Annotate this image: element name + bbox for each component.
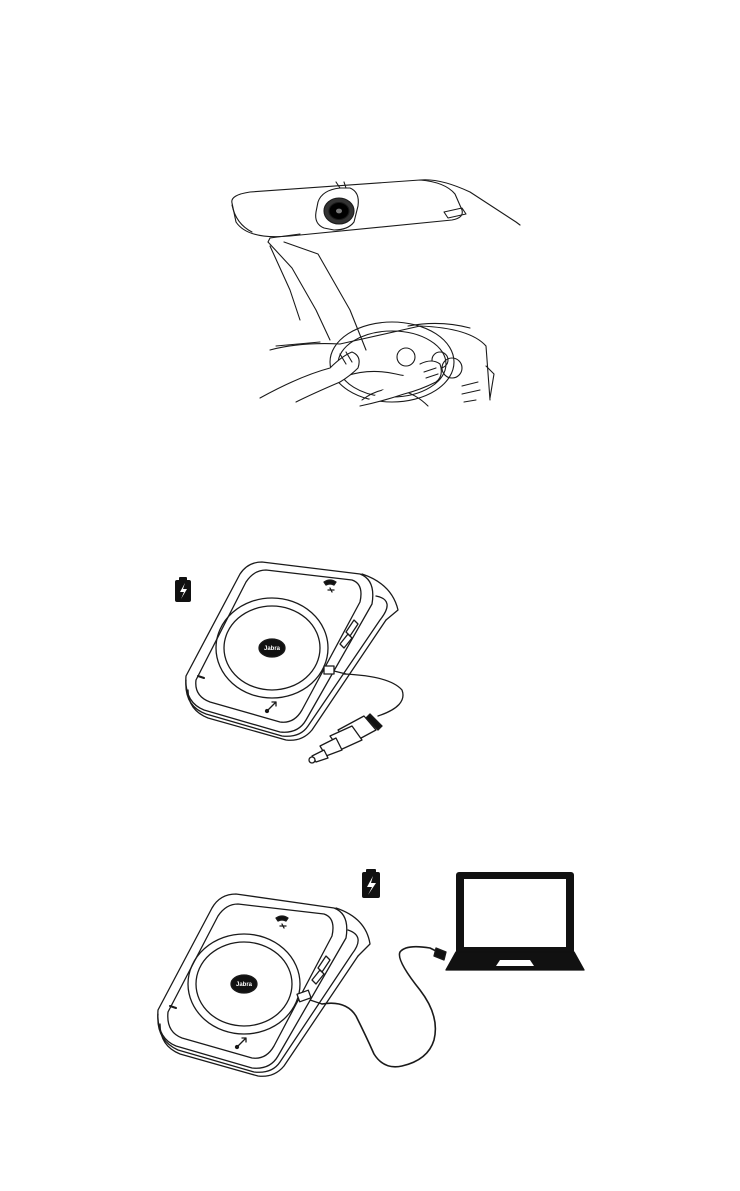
charging-battery-icon: [362, 869, 380, 898]
brand-logo: Jabra: [264, 646, 281, 652]
laptop: [446, 872, 584, 970]
speakerphone-device: Jabra: [158, 894, 370, 1076]
speakerphone-device: Jabra: [186, 562, 398, 740]
windshield-pillar: [268, 242, 366, 350]
charging-battery-icon: [175, 577, 191, 602]
car-charger-illustration: Jabra: [0, 550, 740, 780]
driver-hands: [260, 342, 441, 406]
visor-mount-illustration: [0, 150, 740, 420]
car-charger-plug: [309, 714, 382, 763]
brand-logo: Jabra: [236, 982, 253, 988]
sun-visor: [232, 180, 520, 242]
usb-laptop-charge-illustration: Jabra: [0, 860, 740, 1080]
car-charger-cable: [324, 666, 403, 716]
